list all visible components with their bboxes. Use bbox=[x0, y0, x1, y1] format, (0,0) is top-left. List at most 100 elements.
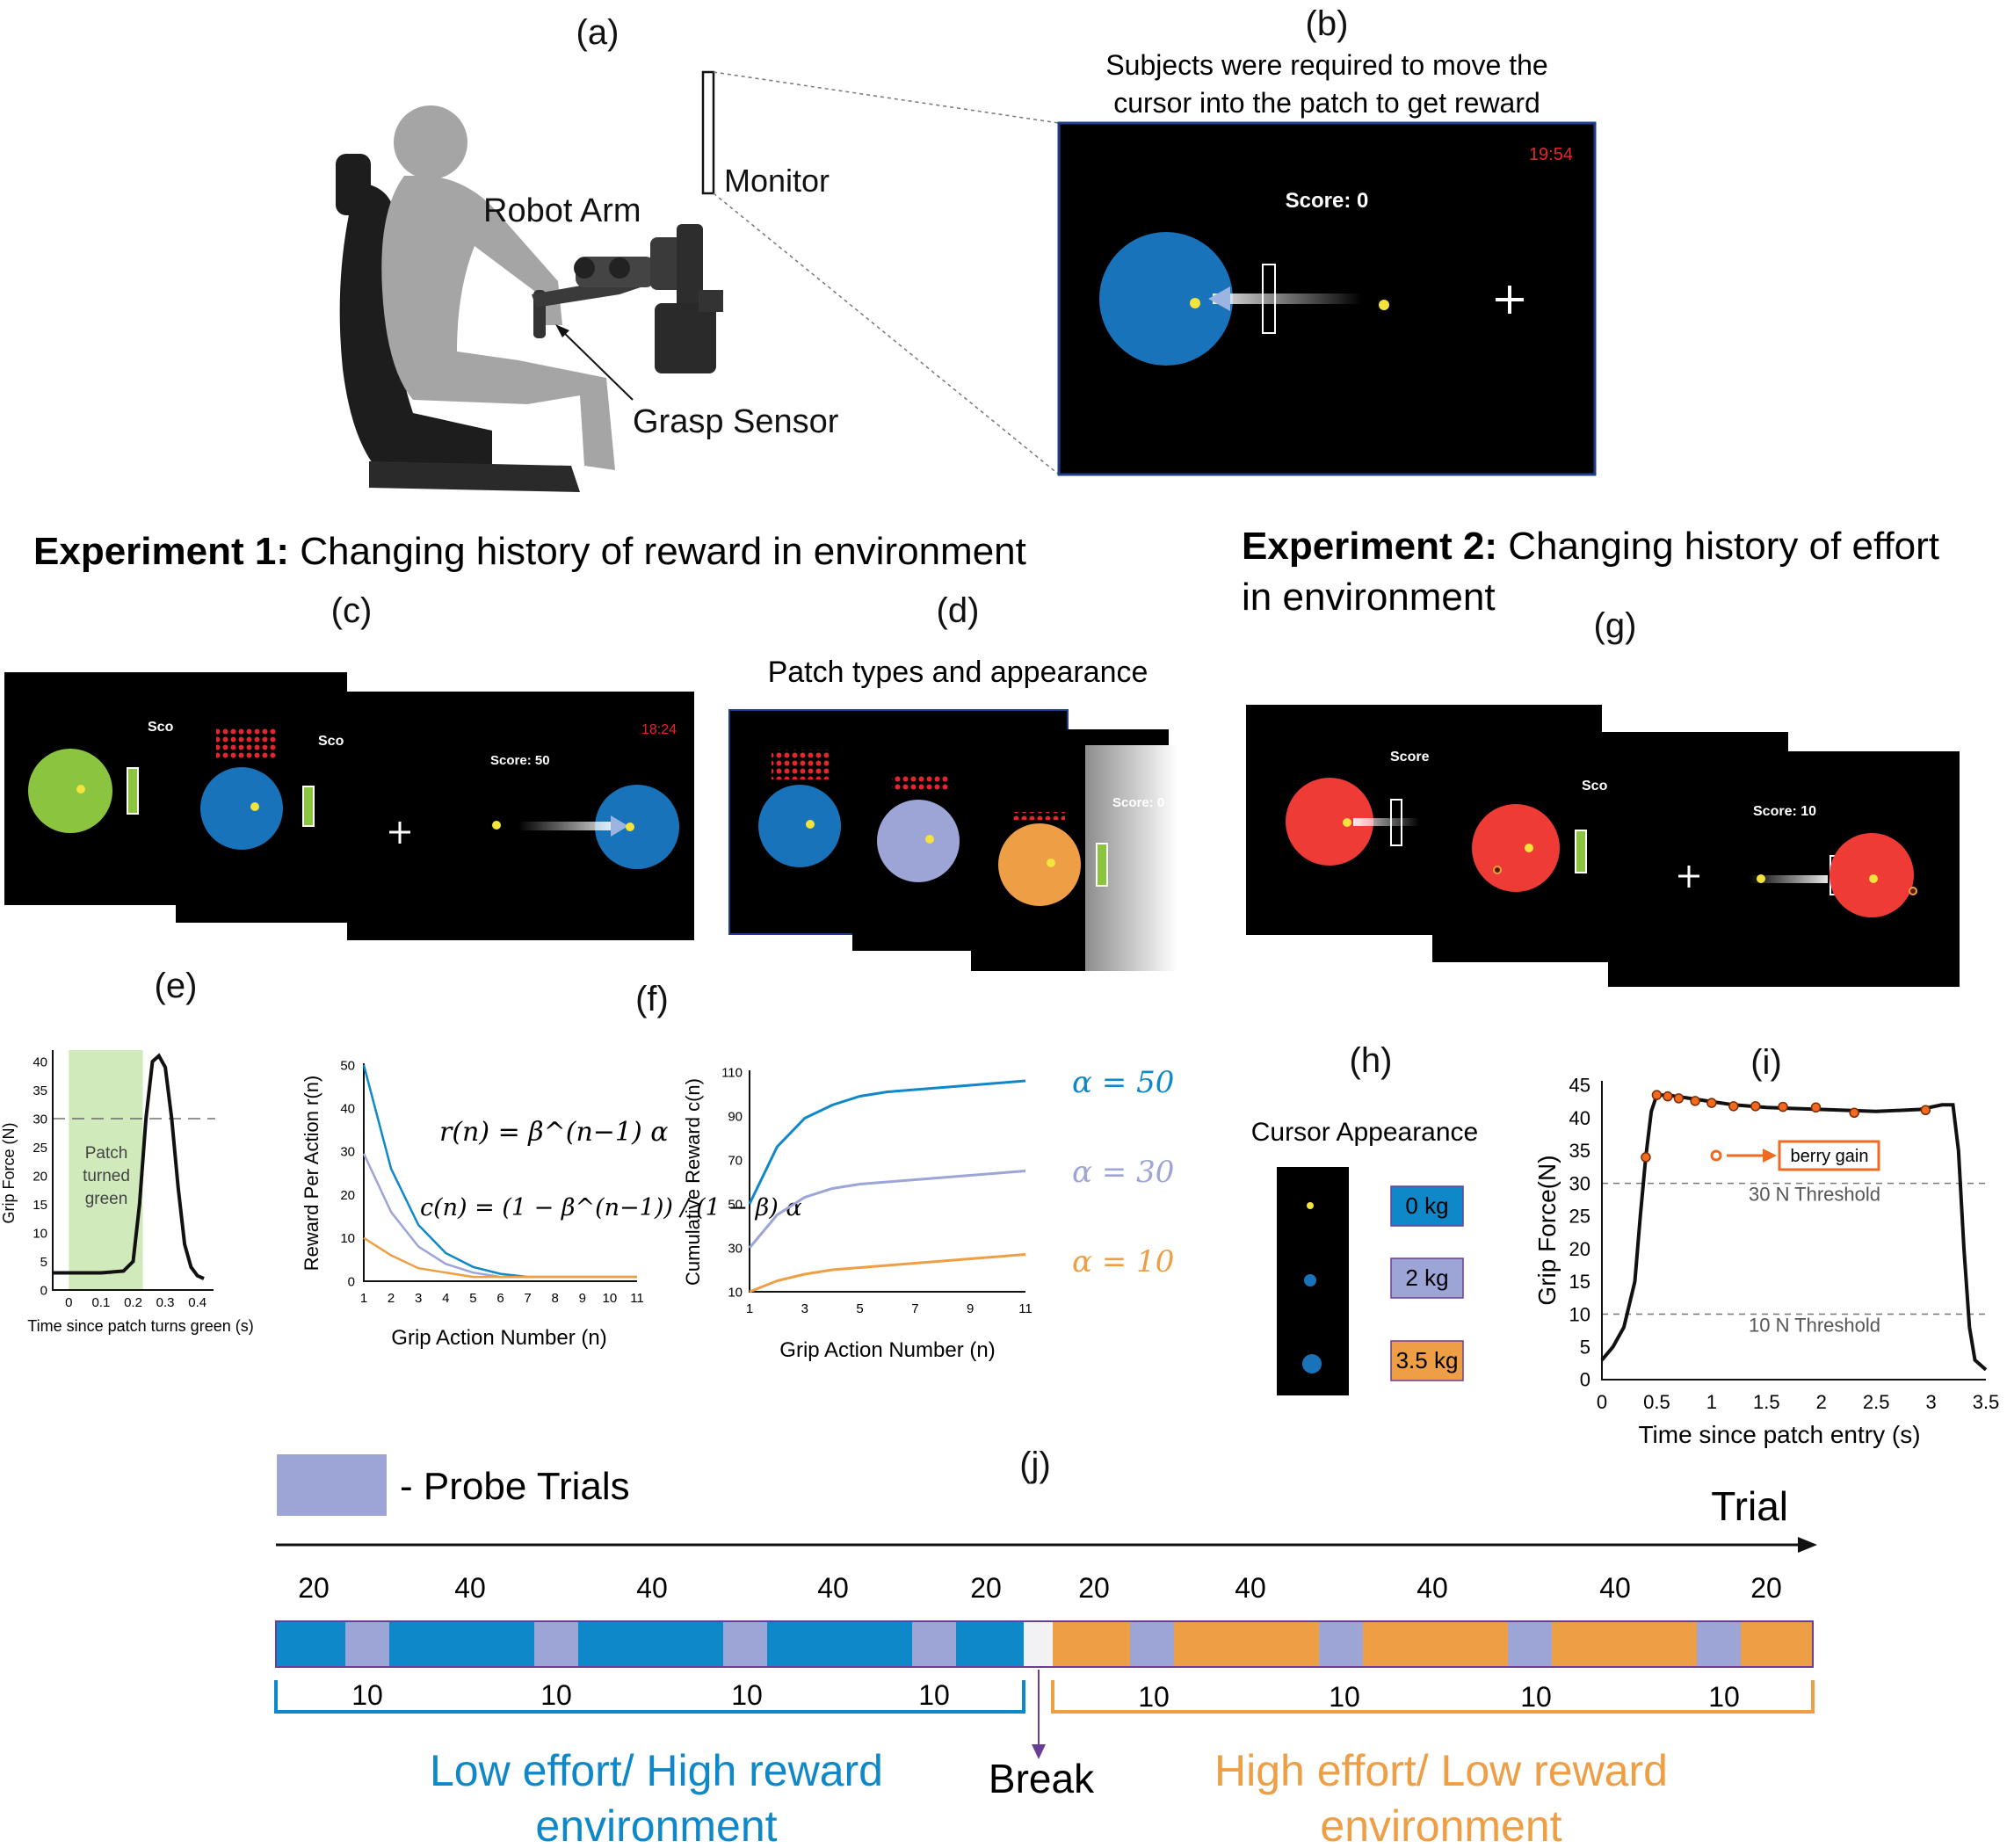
chart-i-y-tick-5: 5 bbox=[1580, 1336, 1590, 1358]
chart-f2-legend-a30: α = 30 bbox=[1072, 1155, 1174, 1190]
chart-i-x-tick-0.5: 0.5 bbox=[1643, 1391, 1670, 1413]
chart-f1-ylabel: Reward Per Action r(n) bbox=[301, 1076, 322, 1272]
chart-f1-x-tick-10: 10 bbox=[603, 1291, 618, 1306]
svg-text:Score: 50: Score: 50 bbox=[490, 753, 550, 768]
subject-illustration bbox=[336, 70, 1060, 492]
svg-text:Score: Score bbox=[1390, 750, 1430, 765]
count-top-7: 40 bbox=[1235, 1572, 1266, 1604]
panel-label-e: (e) bbox=[155, 967, 198, 1005]
chart-i-x-tick-2.5: 2.5 bbox=[1863, 1391, 1890, 1413]
svg-text:Sco: Sco bbox=[148, 720, 174, 735]
chart-i: 30 N Threshold 10 N Threshold 0510152025… bbox=[1533, 1075, 1999, 1448]
chart-i-marker bbox=[1663, 1091, 1673, 1102]
weight-box-2kg bbox=[1390, 1257, 1464, 1299]
chart-f1-xlabel: Grip Action Number (n) bbox=[391, 1326, 606, 1350]
count-top-4: 40 bbox=[817, 1572, 849, 1604]
count-top-8: 40 bbox=[1416, 1572, 1448, 1604]
panel-label-c: (c) bbox=[331, 591, 373, 630]
chart-e-annotation-1: Patch bbox=[85, 1144, 128, 1163]
monitor-label: Monitor bbox=[724, 163, 830, 199]
chart-f1-x-tick-3: 3 bbox=[415, 1291, 422, 1306]
chart-e-y-tick-20: 20 bbox=[33, 1169, 47, 1184]
chart-f1-axes bbox=[363, 1063, 637, 1282]
chart-i-marker bbox=[1690, 1096, 1700, 1106]
panel-label-d: (d) bbox=[937, 591, 980, 630]
high-effort-label-line2: environment bbox=[1320, 1801, 1561, 1848]
panel-b-caption-line2: cursor into the patch to get reward bbox=[1113, 87, 1540, 119]
chart-f2-x-tick-5: 5 bbox=[856, 1301, 863, 1316]
chart-i-x-tick-3: 3 bbox=[1925, 1391, 1936, 1413]
chart-i-marker bbox=[1778, 1101, 1788, 1112]
count-bottom-3: 10 bbox=[731, 1679, 763, 1711]
task-screen: 19:54 Score: 0 bbox=[1057, 121, 1597, 476]
svg-text:Score: 10: Score: 10 bbox=[1753, 804, 1816, 819]
chart-f1-y-tick-50: 50 bbox=[340, 1058, 355, 1073]
panel-d-title: Patch types and appearance bbox=[768, 656, 1148, 689]
chart-i-marker bbox=[1673, 1093, 1685, 1104]
chart-i-threshold-30-label: 30 N Threshold bbox=[1749, 1184, 1880, 1206]
weight-label-0kg: 0 kg bbox=[1405, 1192, 1448, 1219]
chart-e-axes bbox=[52, 1050, 214, 1291]
chart-f1-y-tick-40: 40 bbox=[340, 1101, 355, 1116]
chart-f1-y-tick-0: 0 bbox=[348, 1274, 355, 1289]
count-top-9: 40 bbox=[1599, 1572, 1631, 1604]
chart-f2-y-tick-110: 110 bbox=[721, 1065, 743, 1080]
chart-f1-series-a10 bbox=[363, 1236, 637, 1279]
panel-label-a: (a) bbox=[576, 13, 619, 52]
chart-i-marker bbox=[1651, 1090, 1663, 1100]
trial-axis-label: Trial bbox=[1711, 1483, 1788, 1529]
robot-arm-label: Robot Arm bbox=[483, 192, 641, 229]
chart-f2-x-tick-7: 7 bbox=[911, 1301, 918, 1316]
chart-f1-x-tick-9: 9 bbox=[579, 1291, 586, 1306]
chart-i-legend-label: berry gain bbox=[1791, 1147, 1869, 1166]
chart-f2-series-a10 bbox=[749, 1253, 1026, 1294]
weight-box-0kg bbox=[1390, 1185, 1464, 1227]
experiment2-heading: Experiment 2: Changing history of effort bbox=[1242, 525, 1939, 568]
break-label: Break bbox=[989, 1756, 1095, 1801]
svg-text:18:24: 18:24 bbox=[641, 722, 677, 737]
chart-e-y-tick-10: 10 bbox=[33, 1226, 47, 1241]
panel-label-h: (h) bbox=[1350, 1041, 1393, 1080]
task-score: Score: 0 bbox=[1286, 189, 1369, 213]
count-bottom-5: 10 bbox=[1138, 1681, 1170, 1713]
count-top-10: 20 bbox=[1750, 1572, 1782, 1604]
grip-bar bbox=[1262, 264, 1276, 334]
chart-f2-series-a30 bbox=[748, 1170, 1026, 1249]
panel-label-b: (b) bbox=[1306, 4, 1349, 43]
chart-e-annotation-3: green bbox=[85, 1190, 128, 1208]
chart-i-marker bbox=[1641, 1152, 1651, 1163]
chart-i-marker bbox=[1750, 1101, 1761, 1112]
timeline-numbers-bottom: 10 10 10 10 10 10 10 10 bbox=[351, 1679, 1740, 1713]
chart-e-annotation-2: turned bbox=[83, 1167, 130, 1185]
chart-i-axes bbox=[1601, 1081, 1986, 1381]
panel-label-g: (g) bbox=[1594, 606, 1637, 645]
timeline-brackets bbox=[274, 1670, 1815, 1759]
chart-f2-y-tick-30: 30 bbox=[728, 1241, 743, 1256]
timeline-numbers-top: 20 40 40 40 20 20 40 40 40 20 bbox=[298, 1572, 1782, 1604]
chart-i-y-tick-40: 40 bbox=[1569, 1107, 1590, 1129]
probe-legend-label: - Probe Trials bbox=[400, 1465, 630, 1508]
chart-f2-legend-a10: α = 10 bbox=[1072, 1244, 1174, 1279]
probe-legend-swatch bbox=[277, 1454, 387, 1516]
chart-f2-legend-a50: α = 50 bbox=[1072, 1065, 1174, 1100]
svg-text:Sco: Sco bbox=[1582, 779, 1608, 794]
chart-e-x-tick-0.4: 0.4 bbox=[188, 1295, 206, 1310]
panel-b-caption-line1: Subjects were required to move the bbox=[1105, 49, 1547, 81]
chart-e-y-tick-5: 5 bbox=[40, 1255, 47, 1270]
chart-i-y-tick-45: 45 bbox=[1569, 1075, 1590, 1097]
count-bottom-7: 10 bbox=[1520, 1681, 1552, 1713]
panel-g-frames: Score Sco Score: 10 bbox=[1246, 705, 1960, 987]
chart-e-y-tick-0: 0 bbox=[40, 1283, 47, 1298]
chart-i-y-tick-0: 0 bbox=[1580, 1369, 1590, 1391]
chart-i-xlabel: Time since patch entry (s) bbox=[1638, 1421, 1920, 1448]
panel-label-j: (j) bbox=[1019, 1446, 1051, 1484]
chart-f2-x-tick-1: 1 bbox=[746, 1301, 753, 1316]
chart-f1-series-a50 bbox=[362, 1064, 637, 1279]
chart-i-legend-marker bbox=[1710, 1149, 1722, 1162]
cursor-appearance: 0 kg 2 kg 3.5 kg bbox=[1277, 1167, 1464, 1395]
chart-i-marker bbox=[1728, 1101, 1739, 1112]
chart-e-y-tick-25: 25 bbox=[33, 1141, 47, 1156]
chart-i-marker bbox=[1849, 1107, 1859, 1119]
